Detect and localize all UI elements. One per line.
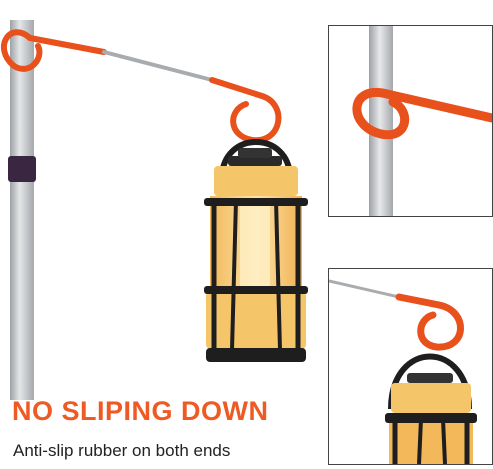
tent-pole (8, 20, 36, 400)
hook-rod (0, 29, 282, 144)
subtitle: Anti-slip rubber on both ends (13, 441, 231, 460)
main-product-illustration (0, 20, 308, 400)
inset-lantern-hook-closeup (328, 268, 493, 465)
lantern (204, 139, 308, 362)
inset-hook-closeup (328, 25, 493, 217)
headline: NO SLIPING DOWN (12, 396, 269, 426)
